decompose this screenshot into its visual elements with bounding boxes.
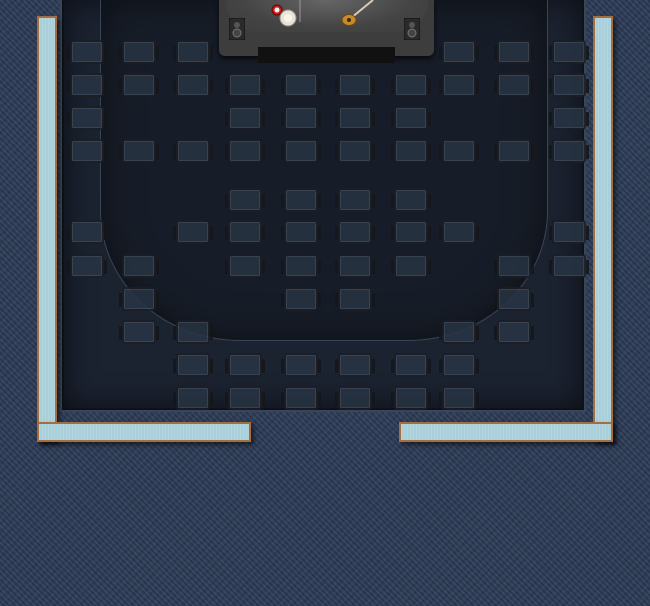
- seat-icon[interactable]: [335, 106, 375, 130]
- seat-icon[interactable]: [439, 353, 479, 377]
- seat-icon[interactable]: [549, 254, 589, 278]
- seat-icon[interactable]: [67, 139, 107, 163]
- seat-icon[interactable]: [173, 139, 213, 163]
- seat-icon[interactable]: [391, 188, 431, 212]
- seat-icon[interactable]: [549, 220, 589, 244]
- seat-icon[interactable]: [335, 353, 375, 377]
- seat-icon[interactable]: [494, 139, 534, 163]
- seat-icon[interactable]: [119, 254, 159, 278]
- speaker-left-icon: [228, 17, 246, 44]
- seat-icon[interactable]: [281, 220, 321, 244]
- seat-icon[interactable]: [67, 40, 107, 64]
- seat-icon[interactable]: [549, 73, 589, 97]
- drum-kit-icon[interactable]: [268, 0, 304, 32]
- seat-icon[interactable]: [549, 40, 589, 64]
- seat-icon[interactable]: [335, 254, 375, 278]
- wall-right-vertical: [593, 16, 613, 442]
- seat-icon[interactable]: [391, 353, 431, 377]
- seat-icon[interactable]: [494, 40, 534, 64]
- seat-icon[interactable]: [225, 353, 265, 377]
- seat-icon[interactable]: [391, 220, 431, 244]
- seat-icon[interactable]: [281, 386, 321, 410]
- seat-icon[interactable]: [549, 106, 589, 130]
- seat-icon[interactable]: [119, 287, 159, 311]
- seat-icon[interactable]: [335, 188, 375, 212]
- seat-icon[interactable]: [439, 220, 479, 244]
- seat-icon[interactable]: [67, 220, 107, 244]
- seat-icon[interactable]: [281, 139, 321, 163]
- seat-icon[interactable]: [335, 139, 375, 163]
- seat-icon[interactable]: [335, 73, 375, 97]
- seat-icon[interactable]: [173, 40, 213, 64]
- seat-icon[interactable]: [391, 254, 431, 278]
- seat-icon[interactable]: [173, 73, 213, 97]
- speaker-right-icon: [403, 17, 421, 44]
- seat-icon[interactable]: [119, 40, 159, 64]
- seat-icon[interactable]: [494, 73, 534, 97]
- seat-icon[interactable]: [494, 320, 534, 344]
- wall-left-horizontal: [37, 422, 251, 442]
- seat-icon[interactable]: [225, 254, 265, 278]
- seat-icon[interactable]: [439, 386, 479, 410]
- wall-right-horizontal: [399, 422, 613, 442]
- seat-icon[interactable]: [494, 287, 534, 311]
- seat-icon[interactable]: [391, 73, 431, 97]
- seat-icon[interactable]: [173, 220, 213, 244]
- seat-icon[interactable]: [549, 139, 589, 163]
- seat-icon[interactable]: [391, 386, 431, 410]
- seat-icon[interactable]: [439, 73, 479, 97]
- seat-icon[interactable]: [119, 73, 159, 97]
- seat-icon[interactable]: [281, 188, 321, 212]
- seat-icon[interactable]: [281, 353, 321, 377]
- seat-icon[interactable]: [439, 320, 479, 344]
- seat-icon[interactable]: [281, 106, 321, 130]
- stage-glow: [226, 0, 428, 32]
- guitar-icon[interactable]: [339, 0, 375, 32]
- seat-icon[interactable]: [281, 73, 321, 97]
- seat-icon[interactable]: [67, 106, 107, 130]
- seat-icon[interactable]: [281, 287, 321, 311]
- seat-icon[interactable]: [67, 254, 107, 278]
- seat-icon[interactable]: [225, 139, 265, 163]
- seat-icon[interactable]: [439, 40, 479, 64]
- seat-icon[interactable]: [119, 320, 159, 344]
- seat-icon[interactable]: [225, 106, 265, 130]
- wall-left-vertical: [37, 16, 57, 442]
- seat-icon[interactable]: [173, 386, 213, 410]
- seat-icon[interactable]: [391, 139, 431, 163]
- seat-icon[interactable]: [225, 73, 265, 97]
- seat-icon[interactable]: [119, 139, 159, 163]
- seat-icon[interactable]: [67, 73, 107, 97]
- stage-front-edge: [258, 47, 395, 63]
- seat-icon[interactable]: [391, 106, 431, 130]
- seat-icon[interactable]: [335, 287, 375, 311]
- seat-icon[interactable]: [173, 353, 213, 377]
- seat-icon[interactable]: [335, 386, 375, 410]
- seat-icon[interactable]: [281, 254, 321, 278]
- seat-icon[interactable]: [225, 220, 265, 244]
- seat-icon[interactable]: [225, 188, 265, 212]
- seat-icon[interactable]: [439, 139, 479, 163]
- seat-icon[interactable]: [225, 386, 265, 410]
- seat-icon[interactable]: [173, 320, 213, 344]
- seat-icon[interactable]: [335, 220, 375, 244]
- seat-icon[interactable]: [494, 254, 534, 278]
